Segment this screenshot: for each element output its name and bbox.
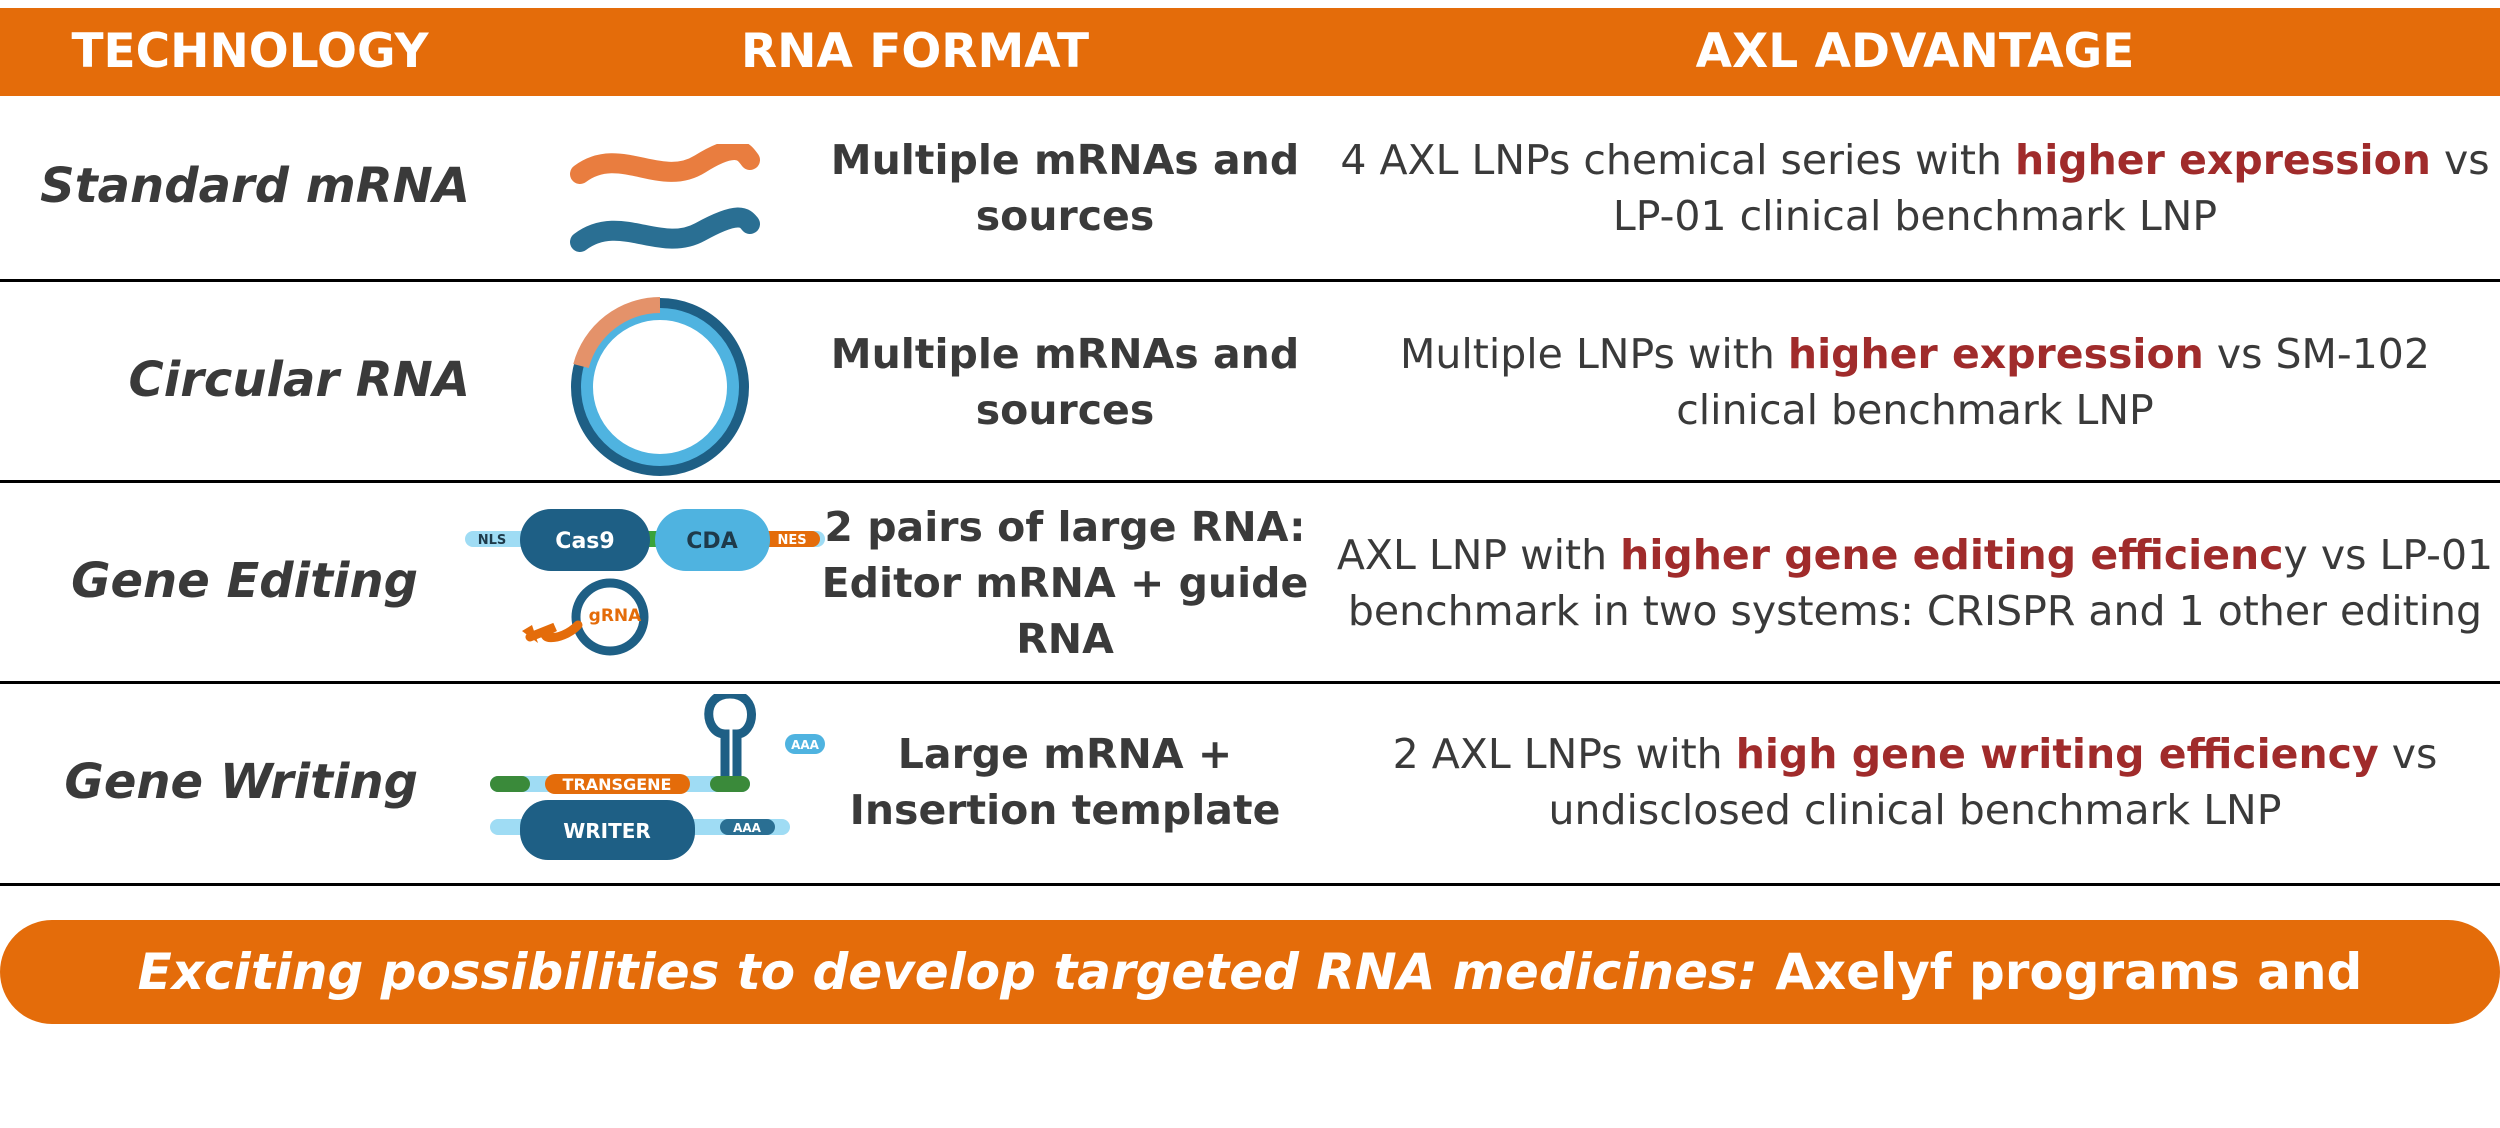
advantage-text: 4 AXL LNPs chemical series with xyxy=(1340,136,2016,184)
icon-label-aaa-bottom: AAA xyxy=(733,821,762,835)
footer-banner: Exciting possibilities to develop target… xyxy=(0,920,2500,1105)
icon-label-aaa-top: AAA xyxy=(791,738,820,752)
rna-format: Multiple mRNAs and sources xyxy=(830,330,1300,434)
axl-advantage: Multiple LNPs with higher expression vs … xyxy=(1330,326,2500,438)
advantage-text: vs LP-01 clinical benchmark LNP xyxy=(1612,136,2490,240)
footer-italic-text: Exciting possibilities to develop target… xyxy=(137,943,1758,1001)
row-divider xyxy=(0,681,2500,684)
header-axl-advantage: AXL ADVANTAGE xyxy=(1695,24,2135,79)
linear-mrna-icon xyxy=(570,144,760,252)
row-divider xyxy=(0,279,2500,282)
icon-label-nls: NLS xyxy=(478,533,507,548)
axl-advantage: 4 AXL LNPs chemical series with higher e… xyxy=(1330,132,2500,244)
technology-name: Circular RNA xyxy=(128,352,470,408)
icon-label-nes: NES xyxy=(777,533,806,548)
table-header: TECHNOLOGY RNA FORMAT AXL ADVANTAGE xyxy=(0,8,2500,96)
technology-name: Gene Editing xyxy=(71,553,418,609)
circular-rna-icon xyxy=(571,297,749,476)
row-divider xyxy=(0,480,2500,483)
advantage-highlight: higher gene editing efficienc xyxy=(1620,531,2284,579)
advantage-highlight: higher expression xyxy=(2015,136,2431,184)
advantage-text: vs SM-102 clinical benchmark LNP xyxy=(1676,330,2430,434)
header-technology: TECHNOLOGY xyxy=(71,24,429,79)
axl-advantage: 2 AXL LNPs with high gene writing effici… xyxy=(1330,726,2500,838)
advantage-text: y vs LP-01 benchmark in two systems: CRI… xyxy=(1347,531,2494,635)
table-row: Standard mRNA Multiple mRNAs and sources… xyxy=(0,96,2500,280)
advantage-highlight: high gene writing efficiency xyxy=(1735,730,2379,778)
header-rna-format: RNA FORMAT xyxy=(740,24,1090,79)
row-divider xyxy=(0,883,2500,886)
rna-format: Multiple mRNAs and sources xyxy=(830,136,1300,240)
table-row: Gene Writing TRANSGENE AAA WRITER AAA La… xyxy=(0,684,2500,884)
icon-label-grna: gRNA xyxy=(589,606,642,626)
icon-label-writer: WRITER xyxy=(563,819,651,843)
advantage-highlight: higher expression xyxy=(1787,330,2204,378)
technology-name: Gene Writing xyxy=(64,754,418,810)
icon-label-cas9: Cas9 xyxy=(555,529,614,554)
table-row: Gene Editing NLS Cas9 CDA NES gRNA 2 pai… xyxy=(0,483,2500,682)
advantage-text: AXL LNP with xyxy=(1336,531,1621,579)
advantage-text: Multiple LNPs with xyxy=(1400,330,1788,378)
rna-format: Large mRNA + Insertion template xyxy=(849,730,1281,834)
advantage-text: vs undisclosed clinical benchmark LNP xyxy=(1548,730,2438,834)
advantage-text: 2 AXL LNPs with xyxy=(1392,730,1736,778)
gene-writing-icon: TRANSGENE AAA WRITER AAA xyxy=(490,694,825,860)
technology-name: Standard mRNA xyxy=(40,158,470,214)
icon-label-cda: CDA xyxy=(686,529,737,554)
table-row: Circular RNA Multiple mRNAs and sources … xyxy=(0,282,2500,481)
rna-format: 2 pairs of large RNA: Editor mRNA + guid… xyxy=(821,503,1309,663)
axl-advantage: AXL LNP with higher gene editing efficie… xyxy=(1330,527,2500,639)
icon-label-transgene: TRANSGENE xyxy=(563,775,672,794)
gene-editing-icon: NLS Cas9 CDA NES gRNA xyxy=(465,509,825,656)
